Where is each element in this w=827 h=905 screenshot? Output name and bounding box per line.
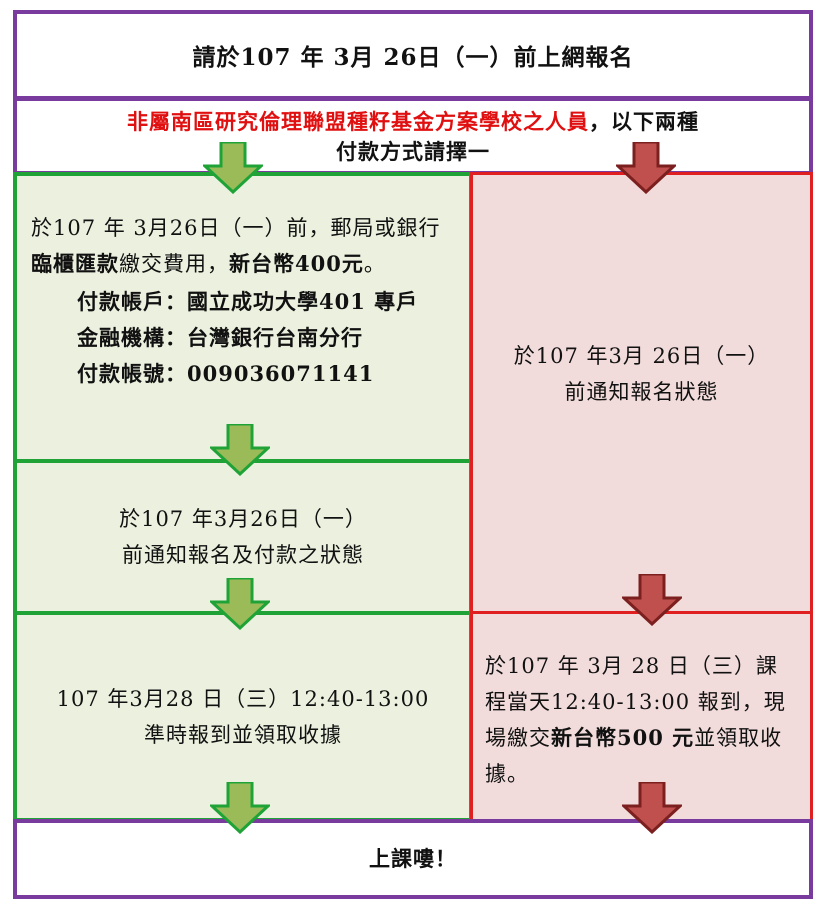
red-arrow-down-icon	[616, 142, 676, 194]
left-step-3-line-2: 準時報到並領取收據	[144, 722, 342, 747]
intro-line-1: 非屬南區研究倫理聯盟種籽基金方案學校之人員，以下兩種	[17, 107, 809, 137]
footer-box: 上課嘍！	[13, 819, 813, 899]
left-step-2-line-2: 前通知報名及付款之狀態	[122, 543, 364, 567]
intro-red-text: 非屬南區研究倫理聯盟種籽基金方案學校之人員	[127, 109, 589, 134]
right-step-1-box: 於107 年3月 26日（一） 前通知報名狀態	[470, 172, 813, 615]
account-row: 付款帳戶：國立成功大學401 專戶	[77, 289, 419, 314]
page-title: 請於107 年 3月 26日（一）前上網報名	[192, 44, 634, 71]
green-arrow-down-icon	[210, 782, 270, 834]
left-step-2-line-1: 於107 年3月26日（一）	[119, 507, 367, 531]
title-box: 請於107 年 3月 26日（一）前上網報名	[13, 10, 813, 100]
right-step-1-line-1: 於107 年3月 26日（一）	[513, 343, 770, 368]
right-step-1-line-2: 前通知報名狀態	[564, 379, 719, 404]
red-arrow-down-icon	[622, 782, 682, 834]
intro-box: 非屬南區研究倫理聯盟種籽基金方案學校之人員，以下兩種 付款方式請擇一	[13, 97, 813, 175]
intro-line-2: 付款方式請擇一	[336, 139, 490, 164]
right-step-2-text: 於107 年 3月 28 日（三）課程當天12:40-13:00 報到，現場繳交…	[485, 654, 786, 786]
left-step-1-text: 於107 年 3月26日（一）前，郵局或銀行臨櫃匯款繳交費用，新台幣400元。	[31, 216, 441, 276]
green-arrow-down-icon	[210, 578, 270, 630]
left-step-3-line-1: 107 年3月28 日（三）12:40-13:00	[56, 686, 430, 711]
intro-rest-text: ，以下兩種	[589, 109, 699, 134]
bank-row: 金融機構：台灣銀行台南分行	[77, 325, 363, 350]
green-arrow-down-icon	[203, 142, 263, 194]
footer-text: 上課嘍！	[369, 846, 457, 871]
left-step-1-box: 於107 年 3月26日（一）前，郵局或銀行臨櫃匯款繳交費用，新台幣400元。 …	[13, 172, 473, 463]
red-arrow-down-icon	[622, 574, 682, 626]
account-number-row: 付款帳號：009036071141	[77, 361, 375, 386]
green-arrow-down-icon	[210, 424, 270, 476]
